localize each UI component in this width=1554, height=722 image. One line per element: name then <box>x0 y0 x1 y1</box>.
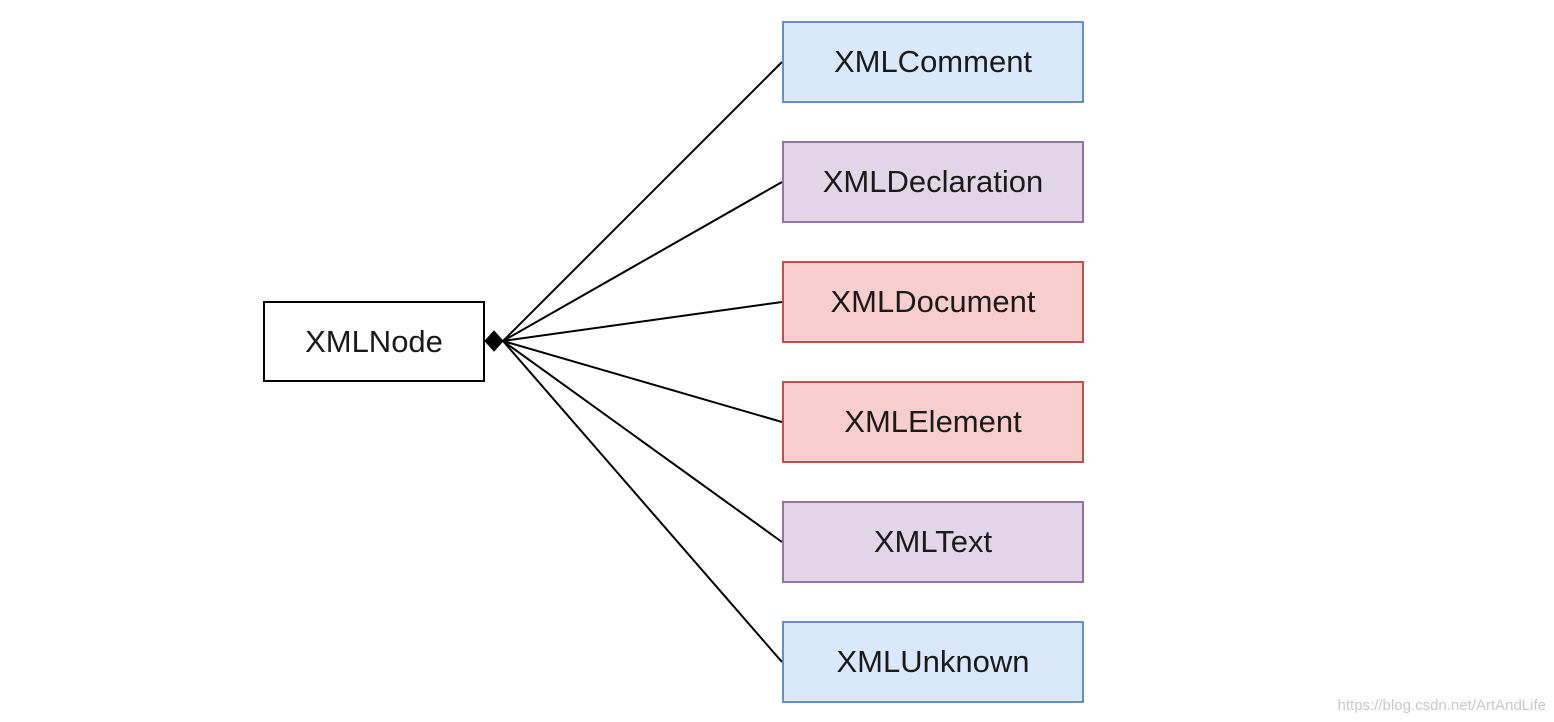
child-node-xmldeclaration[interactable]: XMLDeclaration <box>782 141 1084 223</box>
child-node-xmlunknown[interactable]: XMLUnknown <box>782 621 1084 703</box>
root-node-label: XMLNode <box>305 323 443 359</box>
watermark: https://blog.csdn.net/ArtAndLife <box>1337 697 1546 714</box>
child-node-xmlelement[interactable]: XMLElement <box>782 381 1084 463</box>
child-node-xmltext[interactable]: XMLText <box>782 501 1084 583</box>
child-node-label: XMLComment <box>833 44 1033 79</box>
connector-line <box>502 181 783 342</box>
composition-diamond-icon <box>484 330 504 352</box>
connector-line <box>502 301 783 342</box>
child-node-label: XMLText <box>873 524 993 559</box>
connector-line <box>502 340 783 543</box>
connector-line <box>502 340 783 663</box>
child-node-xmlcomment[interactable]: XMLComment <box>782 21 1084 103</box>
child-node-xmldocument[interactable]: XMLDocument <box>782 261 1084 343</box>
child-node-label: XMLElement <box>844 404 1022 439</box>
child-node-label: XMLDocument <box>830 284 1036 319</box>
child-node-label: XMLUnknown <box>836 644 1030 679</box>
root-node[interactable]: XMLNode <box>263 301 485 382</box>
connector-line <box>502 340 783 423</box>
child-node-label: XMLDeclaration <box>822 164 1044 199</box>
connector-line <box>502 61 783 342</box>
